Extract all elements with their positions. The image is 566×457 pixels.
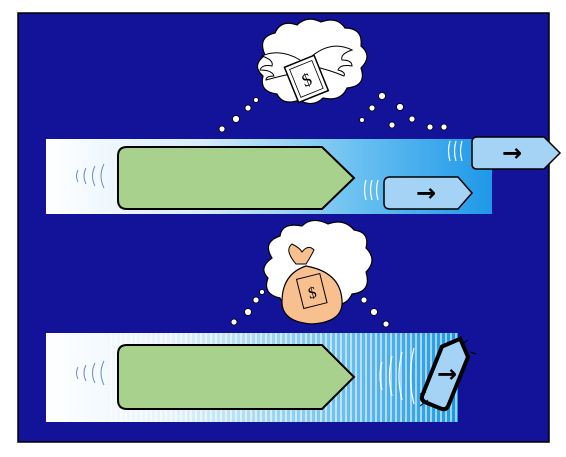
- right-arrow-icon: →: [437, 360, 457, 388]
- top-main-block: [118, 147, 354, 209]
- top-arrow-block-2: →: [384, 177, 472, 209]
- right-arrow-icon: →: [502, 139, 522, 167]
- right-arrow-icon: →: [416, 179, 436, 207]
- bottom-main-block: [118, 345, 354, 409]
- top-arrow-block-1: →: [472, 137, 560, 169]
